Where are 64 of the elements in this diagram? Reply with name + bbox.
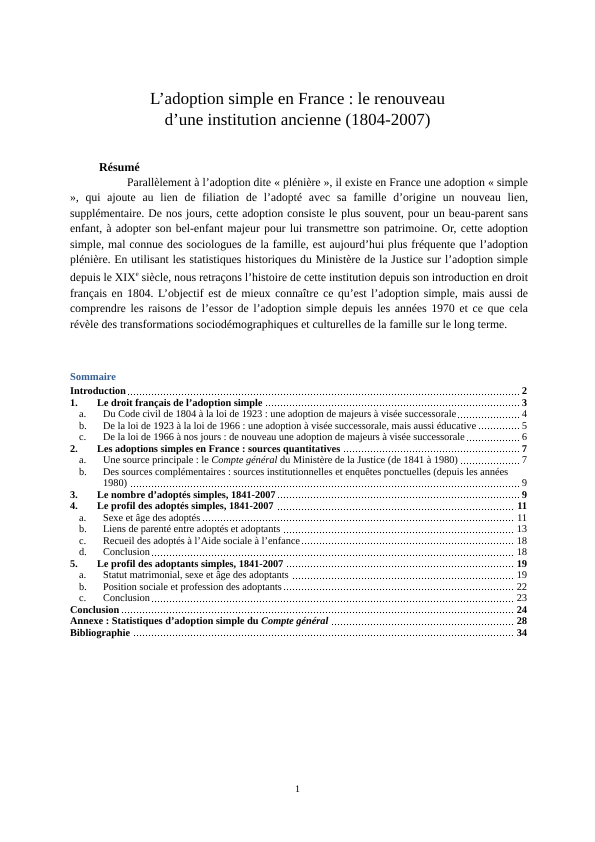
- contents-entry: De la loi de 1923 à la loi de 1966 : une adoption à visée successorale, mais aussi éducative: [103, 420, 520, 432]
- page-number: 9: [522, 478, 527, 490]
- list-number: b.: [79, 466, 88, 478]
- contents-entry: Position sociale et profession des adoptants: [103, 582, 515, 593]
- list-number: 1.: [70, 398, 79, 409]
- page-number: 23: [516, 593, 527, 604]
- list-number: 2.: [70, 444, 79, 455]
- contents-entry: Le nombre d’adoptés simples, 1841-2007: [97, 490, 520, 501]
- contents-entry: Du Code civil de 1804 à la loi de 1923 : une adoption de majeurs à visée successorale: [103, 409, 520, 420]
- list-number: a.: [79, 570, 88, 582]
- page-number: 2: [522, 386, 527, 398]
- page-number: 11: [517, 512, 527, 524]
- contents-entry: Le droit français de l’adoption simple: [97, 398, 520, 409]
- contents-entry: Annexe : Statistiques d’adoption simple du Compte général: [70, 616, 515, 628]
- list-number: a.: [79, 455, 88, 466]
- page-number: 9: [522, 490, 527, 501]
- page-number: 19: [516, 558, 527, 570]
- list-number: b.: [79, 524, 88, 536]
- section-heading: Résumé: [99, 160, 140, 175]
- contents-entry: Conclusion: [103, 593, 515, 604]
- list-number: b.: [79, 420, 88, 432]
- page-number: 22: [516, 582, 527, 593]
- page-number: 4: [522, 409, 527, 420]
- list-number: d.: [79, 547, 88, 558]
- page-number: 18: [516, 536, 527, 547]
- contents-entry: Introduction: [70, 386, 520, 398]
- page-number: 28: [516, 616, 527, 628]
- abstract-paragraph: Parallèlement à l’adoption dite « plénière », il existe en France une adoption « simple », qui ajoute au lien de filiation de l’adopté avec sa famille d’origine un nouveau lien, supplémentaire. De nos jours, cette adoption consiste le plus souvent, pour un beau-parent sans enfant, à adopter son bel-enfant majeur pour lui transmettre son patrimoine. Or, cette adoption simple, mal connue des sociologues de la famille, est aujourd’hui plus fréquente que l’adoption plénière. En utilisant les statistiques historiques du Ministère de la Justice sur l’adoption simple depuis le XIX$^{e}$ siècle, nous retraçons l’histoire de cette institution depuis son introduction en droit français en 1804. L’objectif est de mieux connaître ce qu’est l’adoption simple, mais aussi de comprendre les raisons de l’essor de l’adoption simple depuis les années 1970 et ce que cela révèle des transformations sociodémographiques et culturelles de la famille sur le long terme.: [70, 175, 528, 332]
- list-number: c.: [79, 432, 88, 444]
- contents-entry: Bibliographie: [70, 628, 515, 639]
- list-number: c.: [79, 536, 88, 547]
- contents-entry: Sexe et âge des adoptés: [103, 512, 516, 524]
- page-number: 18: [516, 547, 527, 558]
- page-number: 7: [522, 455, 527, 466]
- page-number: 7: [522, 444, 527, 455]
- list-number: 4.: [70, 501, 79, 512]
- contents-entry: Le profil des adoptants simples, 1841-2007: [97, 558, 515, 570]
- document-title: L’adoption simple en France : le renouveau d’une institution ancienne (1804-2007): [149, 88, 446, 130]
- page-number: 1: [294, 784, 301, 795]
- list-number: c.: [79, 593, 88, 604]
- contents-entry: Conclusion: [70, 604, 515, 616]
- list-number: b.: [79, 582, 88, 593]
- page-number: 19: [516, 570, 527, 582]
- page-number: 5: [522, 420, 527, 432]
- contents-entry: Des sources complémentaires : sources institutionnelles et enquêtes ponctuelles (depuis les années 1980): [103, 466, 520, 490]
- list-number: 3.: [70, 490, 79, 501]
- page-number: 34: [516, 628, 527, 639]
- page-number: 24: [516, 604, 527, 616]
- contents-entry: Statut matrimonial, sexe et âge des adoptants: [103, 570, 515, 582]
- contents-entry: Recueil des adoptés à l’Aide sociale à l’enfance: [103, 536, 515, 547]
- contents-entry: De la loi de 1966 à nos jours : de nouveau une adoption de majeurs à visée successorale: [103, 432, 520, 444]
- contents-entry: Le profil des adoptés simples, 1841-2007: [97, 501, 516, 512]
- section-heading: Sommaire: [70, 372, 116, 383]
- list-number: a.: [79, 512, 88, 524]
- contents-entry: Une source principale : le Compte général du Ministère de la Justice (de 1841 à 1980): [103, 455, 520, 466]
- page-number: 11: [517, 501, 527, 512]
- list-number: 5.: [70, 558, 79, 570]
- contents-entry: Liens de parenté entre adoptés et adoptants: [103, 524, 515, 536]
- page-number: 3: [522, 398, 527, 409]
- list-number: a.: [79, 409, 88, 420]
- contents-entry: Les adoptions simples en France : sources quantitatives: [97, 444, 520, 455]
- page-number: 6: [522, 432, 527, 444]
- contents-entry: Conclusion: [103, 547, 515, 558]
- page-number: 13: [516, 524, 527, 536]
